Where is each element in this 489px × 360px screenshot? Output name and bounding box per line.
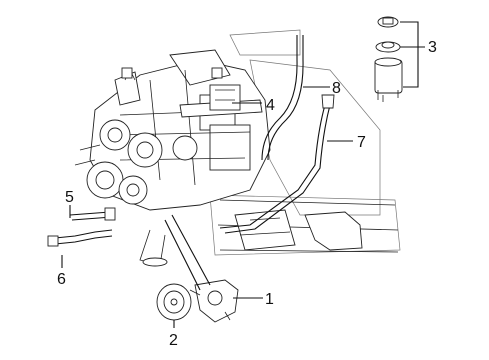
callout-7: 7 bbox=[357, 134, 366, 151]
callout-6: 6 bbox=[57, 271, 66, 288]
steering-hoses bbox=[219, 35, 335, 234]
callout-4: 4 bbox=[266, 97, 275, 114]
chassis-frame bbox=[209, 29, 401, 256]
hose-part-6 bbox=[47, 229, 113, 247]
mounting-rods bbox=[139, 214, 211, 291]
callout-8: 8 bbox=[332, 80, 341, 97]
engine-assembly bbox=[74, 49, 271, 211]
callout-2: 2 bbox=[169, 332, 178, 349]
pump-part-1 bbox=[189, 279, 239, 323]
bracket-part-4 bbox=[209, 84, 241, 111]
callout-3: 3 bbox=[428, 39, 437, 56]
callout-1: 1 bbox=[265, 291, 274, 308]
reservoir-part-3 bbox=[374, 16, 403, 102]
leader-lines bbox=[61, 21, 425, 328]
pulley-part-2 bbox=[156, 283, 192, 321]
callout-5: 5 bbox=[65, 189, 74, 206]
hose-part-5 bbox=[69, 207, 116, 221]
